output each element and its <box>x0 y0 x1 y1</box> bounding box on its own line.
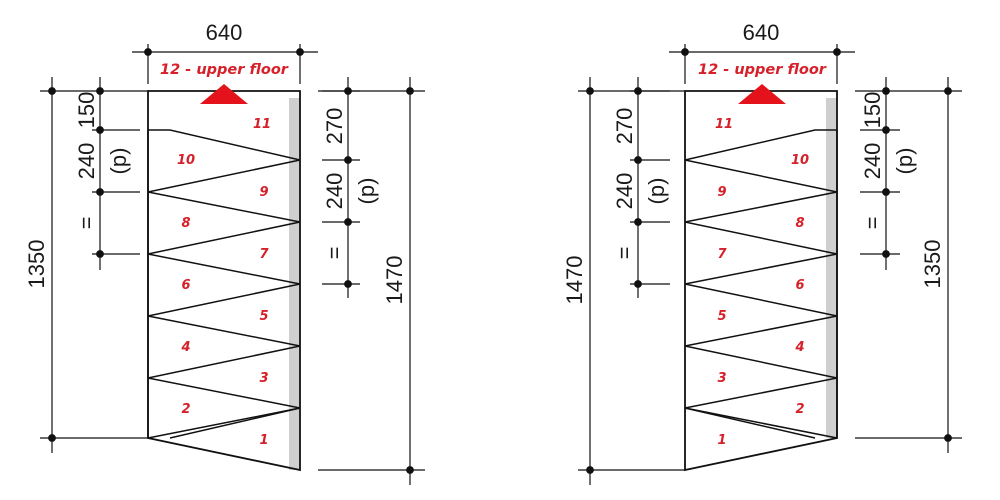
left-going-label: 240 <box>74 143 99 180</box>
left-equal-sign: = <box>74 217 99 230</box>
left-step-1: 1 <box>259 433 268 448</box>
right-step-3: 3 <box>717 371 726 386</box>
right-going-label: 240 <box>612 173 637 210</box>
left-step-4: 4 <box>180 340 190 355</box>
left-right-going-label: 240 <box>322 173 347 210</box>
left-step-lines <box>147 129 301 439</box>
right-inner-chain-dim <box>630 77 670 298</box>
left-total-right-dim <box>318 77 425 485</box>
right-p-label: (p) <box>644 178 669 205</box>
left-right-equal-sign: = <box>322 247 347 260</box>
right-step-11: 11 <box>715 117 733 132</box>
right-total-left-label: 1470 <box>562 256 587 305</box>
right-width-label: 640 <box>743 20 780 45</box>
left-stair: 12 - upper floor 640 1350 <box>24 20 425 485</box>
right-step-5: 5 <box>717 309 726 324</box>
right-stair: 12 - upper floor 640 1470 <box>562 20 962 485</box>
left-rail <box>289 98 300 470</box>
right-total-right-label: 1350 <box>920 240 945 289</box>
right-right-going-label: 240 <box>860 143 885 180</box>
right-step-7: 7 <box>717 247 727 262</box>
left-width-label: 640 <box>206 20 243 45</box>
right-step-1: 1 <box>717 433 726 448</box>
left-first-riser-label: 150 <box>74 92 99 129</box>
left-upper-floor-label: 12 - upper floor <box>160 62 289 78</box>
right-width-dimension <box>669 44 855 84</box>
right-right-first-label: 150 <box>860 92 885 129</box>
left-inner-chain-dim <box>92 77 140 270</box>
right-step-lines <box>684 129 838 439</box>
left-width-dimension <box>132 44 318 84</box>
left-total-left-label: 1350 <box>24 240 49 289</box>
left-total-left-dim <box>40 77 148 453</box>
right-right-equal-sign: = <box>860 217 885 230</box>
right-upper-floor-label: 12 - upper floor <box>698 62 827 78</box>
left-p-label: (p) <box>106 148 131 175</box>
right-total-right-dim <box>855 77 962 453</box>
right-step-10: 10 <box>791 153 809 168</box>
left-step-7: 7 <box>259 247 269 262</box>
left-step-6: 6 <box>181 278 190 293</box>
right-step-numbers: 1 2 3 4 5 6 7 8 9 10 11 <box>715 117 809 448</box>
right-right-p-label: (p) <box>892 148 917 175</box>
left-step-9: 9 <box>259 185 268 200</box>
right-step-9: 9 <box>717 185 726 200</box>
right-step-2: 2 <box>795 402 804 417</box>
left-step-numbers: 1 2 3 4 5 6 7 8 9 10 11 <box>177 117 271 448</box>
left-step-2: 2 <box>181 402 190 417</box>
right-step-4: 4 <box>794 340 804 355</box>
left-step-3: 3 <box>259 371 268 386</box>
right-first-riser-label: 270 <box>612 108 637 145</box>
right-step-6: 6 <box>795 278 804 293</box>
right-step-8: 8 <box>795 216 804 231</box>
left-right-first-label: 270 <box>322 108 347 145</box>
right-rail <box>826 98 837 438</box>
left-step-8: 8 <box>181 216 190 231</box>
left-upper-floor-arrow <box>200 84 248 104</box>
left-step-5: 5 <box>259 309 268 324</box>
left-step-11: 11 <box>253 117 271 132</box>
left-step-10: 10 <box>177 153 195 168</box>
right-right-chain-dim <box>860 77 900 270</box>
left-right-p-label: (p) <box>354 178 379 205</box>
left-total-right-label: 1470 <box>382 256 407 305</box>
right-upper-floor-arrow <box>738 84 786 104</box>
right-equal-sign: = <box>612 247 637 260</box>
